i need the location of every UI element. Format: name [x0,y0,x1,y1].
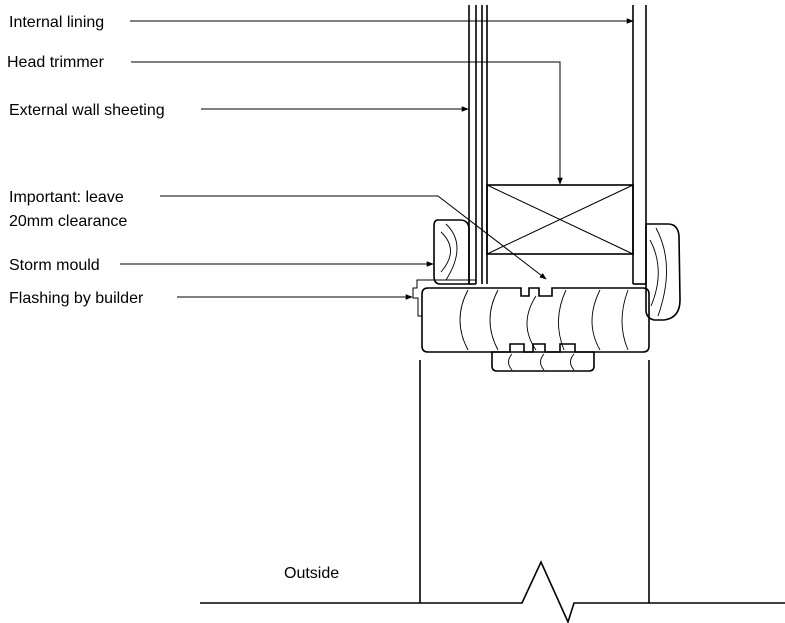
jamb-grain-5 [591,289,601,351]
jamb-grain-1 [459,289,469,351]
jamb-grain-6 [621,289,629,351]
jamb-grain-2 [489,289,499,351]
architrave-grain-b [649,239,659,307]
storm-mould-outline [433,219,470,285]
label-important-line2: 20mm clearance [9,213,127,230]
architrave-outline [645,223,681,321]
head-jamb [421,287,650,353]
label-head-trimmer: Head trimmer [7,54,105,71]
wall-frame [468,5,647,285]
head-jamb-outline [421,287,650,353]
label-important-line1: Important: leave [9,189,124,206]
storm-mould [433,219,470,285]
label-internal-lining: Internal lining [9,14,104,31]
head-trimmer-box [486,184,634,255]
label-storm-mould: Storm mould [9,257,100,274]
labels: Internal lining Head trimmer External wa… [7,14,339,582]
head-trimmer-cross-b [486,184,634,255]
leaders [120,18,634,300]
stop-grain-3 [570,353,575,371]
storm-mould-grain-a [445,223,458,281]
label-outside: Outside [284,565,339,582]
flashing-line [412,279,477,317]
jamb-grain-3 [526,295,537,351]
jamb-grain-4 [558,289,567,351]
head-trimmer [486,184,634,255]
stop-bead-outline [491,351,595,372]
stop-grain-2 [540,353,545,371]
stop-grain-1 [508,353,513,371]
clearance-leader [160,195,547,280]
right-architrave [645,223,681,321]
ground-break-line [200,560,785,623]
head-trimmer-leader [131,61,563,185]
label-external-wall-sheeting: External wall sheeting [9,102,165,119]
storm-mould-grain-b [440,231,451,273]
architrave-grain-a [655,227,667,317]
label-flashing: Flashing by builder [9,290,144,307]
stop-bead [491,351,595,372]
